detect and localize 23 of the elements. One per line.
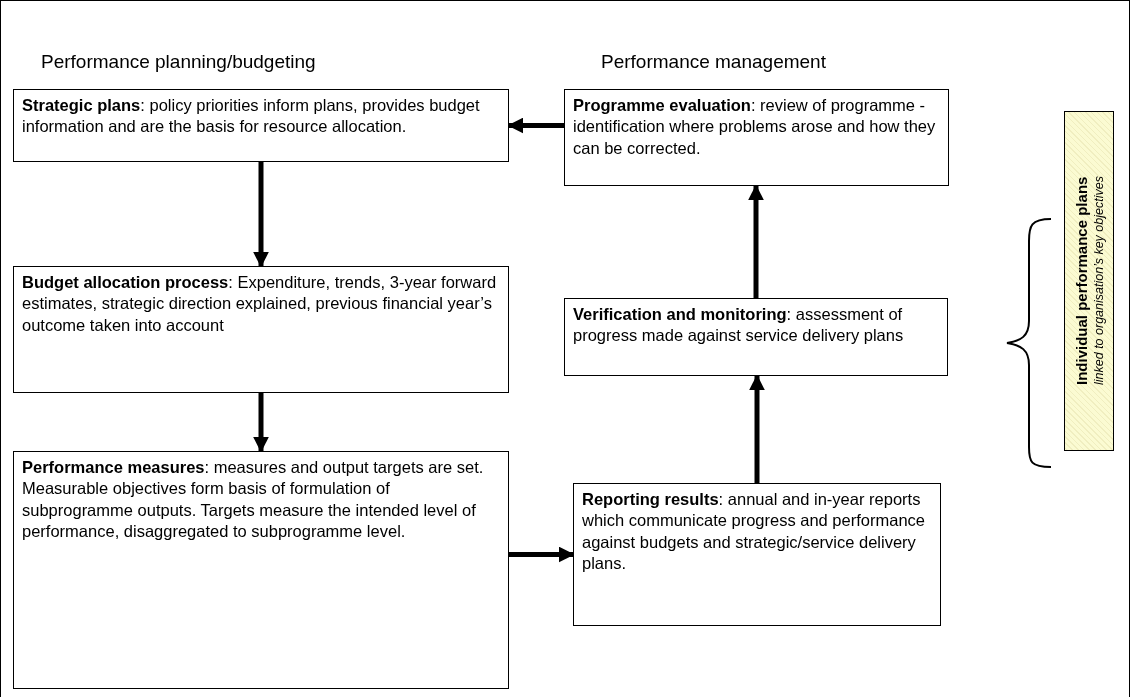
arrow bbox=[507, 117, 564, 134]
process-box bbox=[13, 451, 509, 689]
column-heading: Performance management bbox=[601, 51, 826, 73]
box-text: Verification and monitoring: assessment of progress made against service delivery plans bbox=[573, 304, 905, 347]
box-text: Budget allocation process: Expenditure, trends, 3-year forward estimates, strategic direction explained, previous financial year’s outcome taken into account bbox=[22, 272, 498, 336]
process-box bbox=[564, 298, 948, 376]
arrow bbox=[749, 374, 765, 483]
arrow bbox=[748, 184, 764, 298]
box-text: Reporting results: annual and in-year reports which communicate progress and performance against budgets and strategic/service delivery plans. bbox=[582, 489, 926, 575]
note-box bbox=[1064, 111, 1114, 451]
box-text: Performance measures: measures and output targets are set. Measurable objectives form basis of formulation of subprogramme outputs. Targets measure the intended level of performance, disaggregated to subprogramme level. bbox=[22, 457, 485, 543]
process-box bbox=[13, 89, 509, 162]
arrow bbox=[253, 393, 269, 453]
process-box bbox=[573, 483, 941, 626]
box-text: Strategic plans: policy priorities inform plans, provides budget information and are the basis for resource allocation. bbox=[22, 95, 481, 138]
process-box bbox=[564, 89, 949, 186]
box-text: Programme evaluation: review of programme - identification where problems arose and how they can be corrected. bbox=[573, 95, 937, 159]
note-subtitle: linked to organisation’s key objectives bbox=[1091, 176, 1106, 386]
note-title: Individual performance plans bbox=[1072, 176, 1090, 386]
arrow bbox=[509, 546, 575, 563]
arrow bbox=[253, 162, 269, 268]
process-box bbox=[13, 266, 509, 393]
column-heading: Performance planning/budgeting bbox=[41, 51, 316, 73]
